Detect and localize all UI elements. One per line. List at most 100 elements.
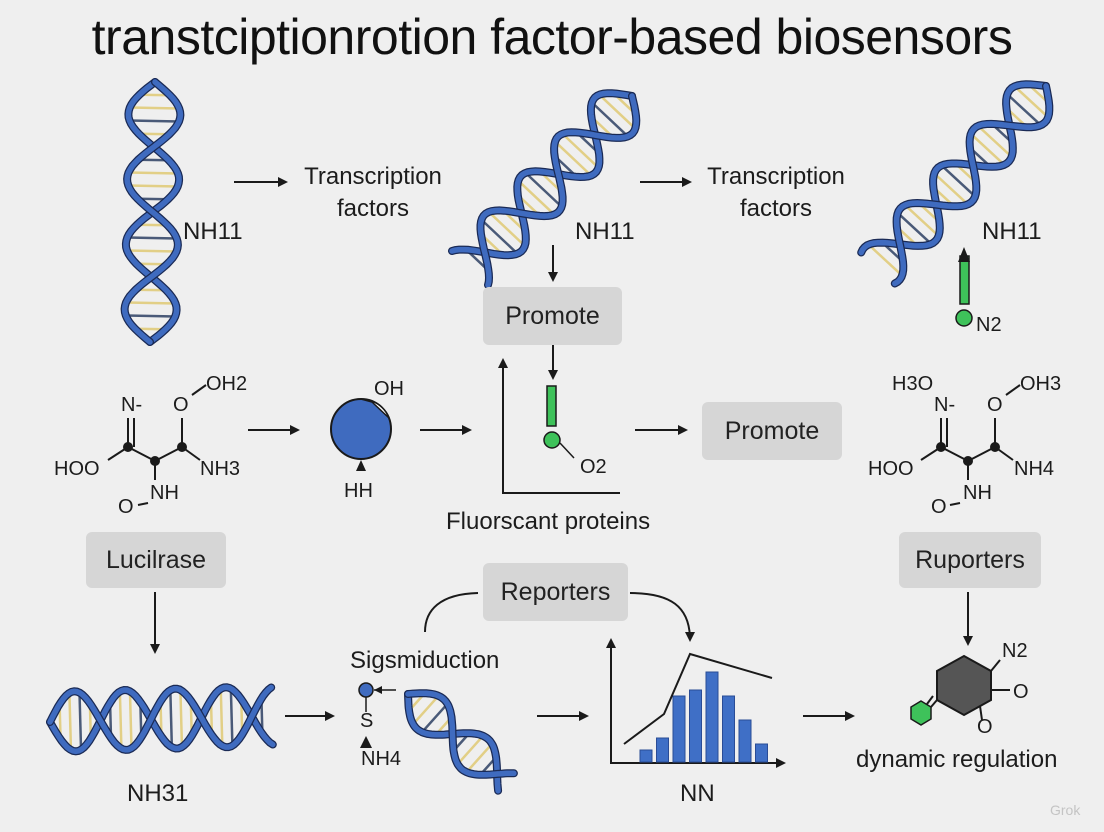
chart-bar xyxy=(755,743,768,763)
circle-hh-label: HH xyxy=(344,480,373,502)
fluorescent-caption: Fluorscant proteins xyxy=(446,508,651,535)
reporters-curve-left xyxy=(424,592,479,633)
blue-circle-icon xyxy=(330,398,392,471)
mol-right-nh4: NH4 xyxy=(1014,458,1055,480)
nh4-label: NH4 xyxy=(361,748,402,770)
tf2-label: Transcription factors xyxy=(693,163,859,223)
dna-rung xyxy=(128,184,178,188)
dna-helix-top-left xyxy=(120,78,185,346)
fluorescent-plot-axes xyxy=(498,358,620,494)
dna-strand xyxy=(405,691,501,794)
dna-helix-bottom-left xyxy=(46,683,277,756)
hex-o2-label: O xyxy=(977,716,993,738)
green-arrowhead-top-right xyxy=(958,247,970,262)
mol-left-nh: NH xyxy=(150,482,179,504)
mol-right-h3o: H3O xyxy=(892,373,934,395)
mol-right-nh: NH xyxy=(963,482,992,504)
dna-helix-top-right xyxy=(857,80,1054,288)
dna-rung xyxy=(118,691,123,749)
dna-strand xyxy=(858,81,1049,256)
o2-label: O2 xyxy=(580,456,607,478)
dna-rung xyxy=(129,119,179,123)
dna2-label: NH11 xyxy=(575,218,635,245)
tf2-line1: Transcription xyxy=(707,163,845,190)
mol-right-n: N- xyxy=(934,394,956,416)
dna-helix-top-center xyxy=(448,89,641,289)
dna-rung xyxy=(524,171,563,208)
chart-bar xyxy=(656,737,669,763)
dna-rung xyxy=(977,124,1013,158)
dna-rung xyxy=(933,172,969,206)
dna-rung xyxy=(969,132,1006,166)
dna3-label: NH11 xyxy=(982,218,1042,245)
dna-strand xyxy=(477,93,640,288)
dna-strand-outline xyxy=(890,82,1054,288)
dna-rung xyxy=(179,689,184,748)
hex-o1-label: O xyxy=(1013,681,1029,703)
dna-strand xyxy=(449,90,635,258)
reporters-box: Reporters xyxy=(483,563,628,621)
hex-n2-label: N2 xyxy=(1002,640,1028,662)
dna-rung xyxy=(229,688,234,746)
chart-trend-line xyxy=(623,652,773,745)
dna1-label: NH11 xyxy=(183,218,243,245)
tf2-line2: factors xyxy=(739,195,813,222)
dna-rung xyxy=(125,314,176,318)
dna-strand xyxy=(121,79,184,345)
promote-box-middle: Promote xyxy=(702,402,842,460)
reporters-curve-right xyxy=(629,592,695,642)
dna-rung xyxy=(78,692,83,750)
s-label: S xyxy=(360,710,374,732)
chart-caption: NN xyxy=(680,780,715,807)
diagram-title: transtciptionrotion factor-based biosens… xyxy=(91,9,1013,65)
mol-left-o-bottom: O xyxy=(118,496,134,518)
dna-rung xyxy=(561,132,600,169)
mol-left-n: N- xyxy=(121,394,143,416)
mol-left-oh2: OH2 xyxy=(206,373,248,395)
dna-rung xyxy=(487,211,526,247)
dna-rung xyxy=(480,218,519,255)
chart-bar xyxy=(689,689,702,763)
dynamic-regulation-label: dynamic regulation xyxy=(856,746,1058,773)
dna-rung xyxy=(421,703,449,733)
mol-right-oh3: OH3 xyxy=(1020,373,1062,395)
dna-rung xyxy=(68,692,73,751)
dna-rung xyxy=(465,743,493,773)
dna-rung xyxy=(169,690,174,748)
dna-rung xyxy=(128,691,133,749)
dna-strand xyxy=(892,83,1053,287)
dna-rung xyxy=(412,695,440,725)
dna-rung xyxy=(940,164,976,198)
molecule-left xyxy=(107,384,207,506)
dna-rung xyxy=(598,93,637,130)
dna-strand xyxy=(405,690,517,778)
dna-rung xyxy=(554,140,592,177)
dna-rung xyxy=(127,249,177,253)
dna-rung xyxy=(128,171,178,175)
dna-rung xyxy=(867,243,903,277)
dna-helix-bottom-center xyxy=(404,689,518,795)
chart-bar xyxy=(705,671,719,763)
dna-rung xyxy=(219,688,224,746)
dna-rung xyxy=(129,106,180,110)
chart-bar xyxy=(722,695,735,763)
dna-rung xyxy=(1006,93,1042,127)
watermark: Grok xyxy=(1050,802,1081,818)
dna-rung xyxy=(126,301,176,305)
mol-right-hoo: HOO xyxy=(868,458,914,480)
chart-bar xyxy=(738,719,752,763)
n2-label: N2 xyxy=(976,314,1002,336)
dna-rung xyxy=(127,236,177,240)
dna-rung xyxy=(1013,85,1050,119)
mol-right-o-bottom: O xyxy=(931,496,947,518)
green-bar-top-right xyxy=(959,255,970,305)
mol-left-o: O xyxy=(173,394,189,416)
tf1-line2: factors xyxy=(336,195,410,222)
chart-bar xyxy=(672,695,686,763)
molecule-right xyxy=(920,384,1021,506)
lucilrase-box: Lucilrase xyxy=(86,532,226,588)
chart-bar xyxy=(639,749,653,763)
sigsmiduction-label: Sigsmiduction xyxy=(350,647,500,674)
